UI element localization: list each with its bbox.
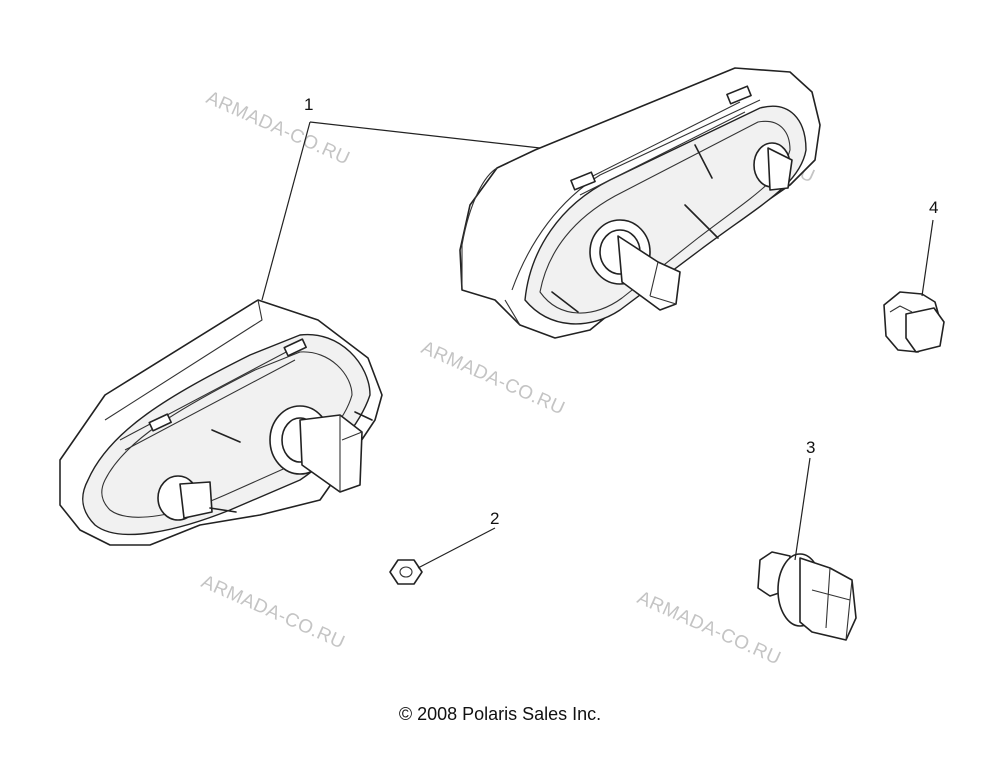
watermark-5: ARMADA-CO.RU [634,587,784,669]
nut [389,559,423,585]
tail-light-assembly-left [59,299,383,546]
bulb-socket [757,551,857,641]
small-bulb-socket [883,291,945,353]
leader-1-a [309,121,541,149]
leader-lines [261,121,934,569]
watermark-4: ARMADA-CO.RU [198,571,348,653]
callout-2: 2 [490,509,499,528]
leader-4 [921,219,934,297]
leader-3 [794,457,811,561]
copyright-notice: © 2008 Polaris Sales Inc. [398,704,602,724]
leader-2 [417,527,496,569]
callout-4: 4 [929,198,938,217]
leader-1-b [261,121,311,301]
watermark-1: ARMADA-CO.RU [203,87,353,169]
tail-light-assembly-right [459,67,821,339]
callout-1: 1 [304,95,313,114]
watermark-3: ARMADA-CO.RU [418,337,568,419]
callout-3: 3 [806,438,815,457]
